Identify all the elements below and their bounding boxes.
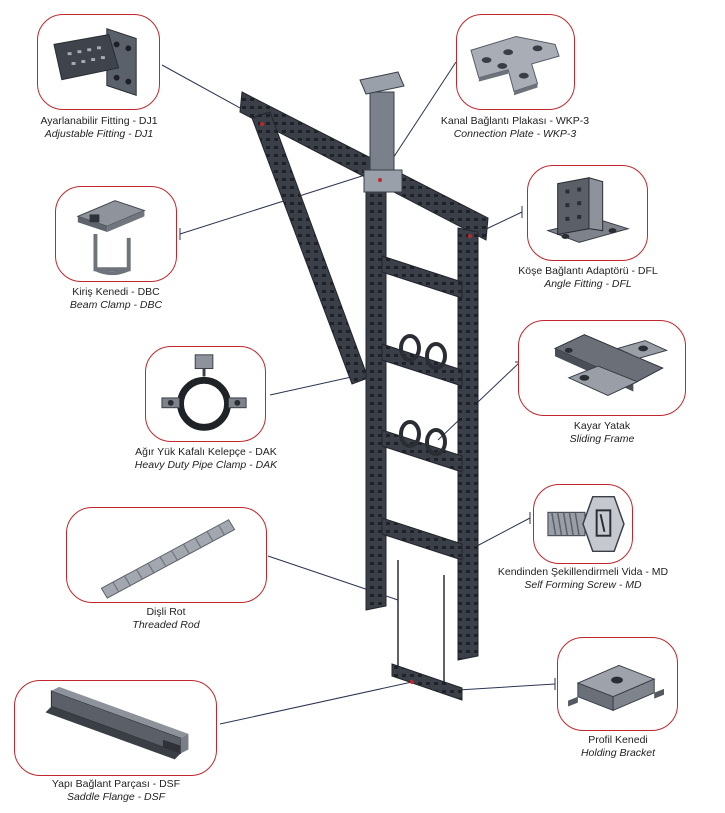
label-dfl: Köşe Bağlantı Adaptörü - DFL Angle Fitti… (498, 265, 678, 291)
label-dj1-tr: Ayarlanabilir Fitting - DJ1 (40, 115, 158, 127)
leader-dbc (179, 175, 363, 235)
label-rod-tr: Dişli Rot (146, 606, 186, 618)
right-post (457, 227, 479, 661)
connection-plate-icon (470, 36, 560, 96)
card-dsf (14, 680, 217, 776)
label-md-tr: Kendinden Şekillendirmeli Vida - MD (497, 566, 669, 578)
label-dbc: Kiriş Kenedi - DBC Beam Clamp - DBC (36, 286, 196, 312)
label-wkp3-tr: Kanal Bağlantı Plakası - WKP-3 (440, 115, 590, 127)
label-holding-tr: Profil Kenedi (588, 734, 648, 746)
label-wkp3-en: Connection Plate - WKP-3 (453, 128, 577, 140)
label-rod-en: Threaded Rod (132, 619, 200, 631)
threaded-rod-icon (100, 519, 236, 599)
label-dbc-en: Beam Clamp - DBC (69, 299, 163, 311)
card-dbc (55, 186, 177, 282)
left-post (365, 175, 387, 611)
leader-sliding (437, 361, 521, 441)
card-dak (145, 346, 266, 442)
label-dfl-en: Angle Fitting - DFL (544, 278, 632, 290)
beam-clamp-icon (76, 200, 146, 276)
card-md (533, 484, 633, 564)
label-md-en: Self Forming Screw - MD (524, 579, 642, 591)
leader-holding (457, 683, 556, 691)
cross-member-4 (381, 517, 463, 561)
label-dak-tr: Ağır Yük Kafalı Kelepçe - DAK (135, 446, 277, 458)
label-dsf-tr: Yapı Bağlant Parçası - DSF (51, 778, 181, 790)
pipe-clamp-icon (161, 354, 247, 431)
label-dak: Ağır Yük Kafalı Kelepçe - DAK Heavy Duty… (108, 446, 304, 472)
label-holding-en: Holding Bracket (580, 747, 656, 759)
card-dfl (527, 165, 648, 261)
saddle-flange-icon (45, 686, 189, 760)
hanging-channel (391, 663, 463, 701)
sliding-frame-icon (553, 334, 669, 396)
leader-dsf (219, 681, 413, 725)
label-dsf-en: Saddle Flange - DSF (66, 791, 166, 803)
cross-member-3 (381, 429, 463, 473)
label-dsf: Yapı Bağlant Parçası - DSF Saddle Flange… (18, 778, 214, 804)
label-md: Kendinden Şekillendirmeli Vida - MD Self… (476, 566, 690, 592)
label-dfl-tr: Köşe Bağlantı Adaptörü - DFL (518, 265, 658, 277)
screw-icon (547, 495, 625, 553)
card-wkp3 (456, 14, 575, 110)
card-dj1 (37, 14, 160, 110)
label-dbc-tr: Kiriş Kenedi - DBC (72, 286, 160, 298)
top-beam (239, 91, 489, 241)
cross-member-2 (381, 343, 463, 387)
label-rod: Dişli Rot Threaded Rod (96, 606, 236, 632)
label-dj1: Ayarlanabilir Fitting - DJ1 Adjustable F… (8, 115, 190, 141)
adjustable-fitting-icon (53, 28, 137, 96)
holding-bracket-icon (568, 664, 664, 712)
hanger-plate (359, 71, 405, 95)
leader-dak (269, 375, 357, 396)
label-sliding-tr: Kayar Yatak (573, 420, 631, 432)
label-dj1-en: Adjustable Fitting - DJ1 (44, 128, 154, 140)
label-holding: Profil Kenedi Holding Bracket (548, 734, 688, 760)
label-sliding-en: Sliding Frame (569, 433, 635, 445)
card-rod (66, 507, 267, 603)
cross-member-1 (381, 255, 463, 299)
angle-fitting-icon (546, 177, 630, 243)
card-holding (557, 637, 678, 731)
label-sliding: Kayar Yatak Sliding Frame (540, 420, 664, 446)
card-sliding (518, 320, 686, 416)
label-dak-en: Heavy Duty Pipe Clamp - DAK (134, 459, 278, 471)
hanger-post (369, 91, 395, 179)
label-wkp3: Kanal Bağlantı Plakası - WKP-3 Connectio… (420, 115, 610, 141)
connection-plate-installed (363, 169, 403, 193)
